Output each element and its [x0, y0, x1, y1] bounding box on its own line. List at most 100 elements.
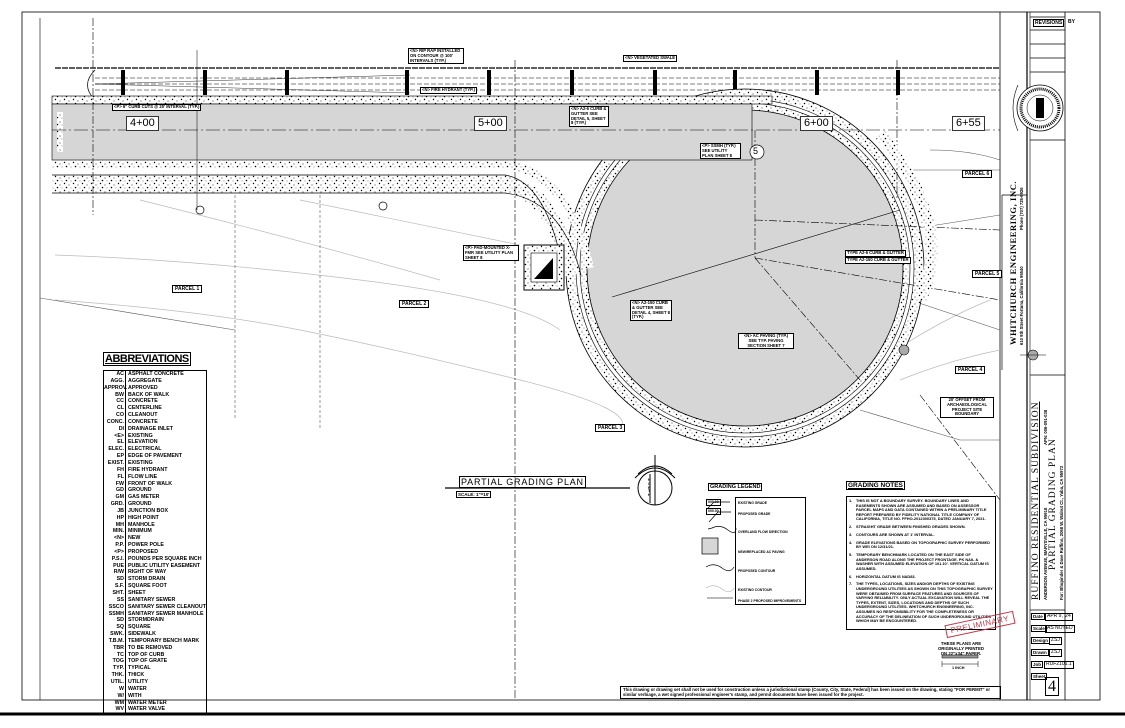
abbreviation-code: FW — [115, 480, 124, 487]
abbreviation-row: APPROV.APPROVED — [104, 385, 206, 392]
company-name: WHITCHURCH ENGINEERING, INC. — [1008, 180, 1018, 345]
abbreviation-row: <N>NEW — [104, 535, 206, 542]
abbreviation-code: TC — [116, 651, 124, 658]
client-info: For: Bhupinder & Dave Ruffino, 2068 W. W… — [1059, 465, 1064, 600]
parcel-label: PARCEL 4 — [955, 366, 986, 374]
abbreviation-meaning: GAS METER — [128, 494, 160, 501]
legend-proposed-grade-sample: 000.00 — [706, 508, 721, 515]
station-lines — [92, 18, 898, 700]
abbreviation-meaning: CONCRETE — [128, 398, 158, 405]
abbreviation-meaning: ASPHALT CONCRETE — [128, 371, 184, 377]
abbreviation-meaning: SANITARY SEWER CLEANOUT — [127, 603, 206, 610]
north-arrow-icon — [634, 455, 676, 506]
note-text: GRADE ELEVATIONS BASED ON TOPOGRAPHIC SU… — [856, 539, 990, 550]
parcel-label: PARCEL 2 — [399, 300, 430, 308]
abbreviation-row: THK.THICK — [104, 672, 206, 679]
abbreviation-code: S.F. — [114, 583, 124, 590]
abbreviation-row: <P>PROPOSED — [104, 549, 206, 556]
station-marker: 5+00 — [474, 116, 507, 131]
abbreviation-meaning: TO BE REMOVED — [128, 644, 173, 651]
abbreviation-code: SD — [116, 617, 124, 624]
abbreviation-code: GRD. — [110, 501, 124, 508]
note-number: 3. — [849, 531, 853, 537]
grading-legend: GRADING LEGEND 000.00 000.00 EXISTING GR… — [700, 475, 840, 605]
abbreviation-meaning: SQUARE FOOT — [128, 583, 167, 590]
abbreviation-meaning: SANITARY SEWER MANHOLE — [128, 610, 204, 617]
abbreviation-meaning: SANITARY SEWER — [128, 596, 176, 603]
abbreviation-row: SHT.SHEET — [104, 590, 206, 597]
grading-note: 7.THE TYPES, LOCATIONS, SIZES AND/OR DEP… — [849, 582, 993, 623]
abbreviation-meaning: SIDEWALK — [128, 631, 156, 638]
drawn-value: ZSJ — [1049, 649, 1062, 657]
abbreviation-code: TOG — [112, 658, 124, 665]
abbreviation-meaning: THICK — [128, 672, 145, 679]
sidewalk-return — [52, 175, 581, 277]
parcel-label: PARCEL 6 — [962, 170, 993, 178]
abbreviation-meaning: TEMPORARY BENCH MARK — [128, 637, 200, 644]
plan-title: PARTIAL GRADING PLAN — [459, 476, 586, 488]
note-number: 5. — [849, 552, 853, 558]
abbreviation-code: P.P. — [115, 542, 124, 549]
abbreviation-meaning: FLOW LINE — [128, 473, 158, 480]
power-pole-icon — [898, 344, 910, 356]
abbreviation-meaning: RIGHT OF WAY — [128, 569, 167, 576]
manhole-icon — [749, 144, 765, 160]
note-text: TEMPORARY BENCHMARK LOCATED ON THE EAST … — [856, 552, 989, 571]
engineer-seal — [1012, 84, 1064, 132]
plan-scale: SCALE: 1"=10' — [456, 491, 492, 498]
note-text: CONTOURS ARE SHOWN AT 1' INTERVAL. — [856, 531, 935, 537]
abbreviation-row: SWK.SIDEWALK — [104, 631, 206, 638]
notes-title: GRADING NOTES — [846, 481, 905, 490]
north-sidewalk — [51, 95, 773, 105]
abbreviation-meaning: GROUND — [128, 501, 152, 508]
design-label: Design — [1031, 637, 1051, 644]
grading-note: 2.STRAIGHT GRADE BETWEEN FINISHED GRADES… — [849, 525, 993, 530]
company-address: 610 9th Street Fortuna, California 95540 — [1019, 266, 1024, 345]
abbreviation-code: <E> — [114, 432, 124, 439]
title-block-lines — [1001, 16, 1065, 611]
job-label: Job — [1031, 661, 1044, 668]
abbreviation-row: EXIST.EXISTING — [104, 460, 206, 467]
notes-list: 1.THIS IS NOT A BOUNDARY SURVEY. BOUNDAR… — [846, 496, 996, 630]
note-number: 4. — [849, 539, 853, 545]
abbreviation-code: DI — [118, 425, 124, 432]
abbreviation-meaning: WATER VALVE — [128, 706, 166, 713]
legend-title: GRADING LEGEND — [708, 483, 763, 491]
abbreviation-meaning: TOP OF GRATE — [128, 658, 168, 665]
legend-box: EXISTING GRADE PROPOSED GRADE OVERLAND F… — [735, 497, 806, 605]
abbreviation-row: S.F. SQUARE FOOT — [104, 583, 206, 590]
abbreviation-meaning: TYPICAL — [128, 665, 151, 672]
legend-item: NEW/REPLACED AC PAVING — [738, 550, 785, 554]
callout-vegetated-swale: <N> VEGETATED SWALE — [623, 55, 678, 62]
north-label: NORTH — [648, 478, 651, 498]
abbreviation-code: UTIL. — [110, 678, 124, 685]
abbreviation-meaning: CENTERLINE — [128, 405, 162, 412]
abbreviation-code: EP — [116, 453, 124, 460]
abbreviation-meaning: WATER — [128, 685, 147, 692]
abbreviation-code: JB — [117, 507, 124, 514]
abbreviation-meaning: EDGE OF PAVEMENT — [128, 453, 182, 460]
sheet-number: 4 — [1045, 677, 1059, 696]
abbreviation-row: P.P.POWER POLE — [104, 542, 206, 549]
abbreviation-meaning: CLEANOUT — [128, 412, 158, 419]
rip-rap-posts — [121, 70, 900, 95]
abbreviation-row: UTIL.UTILITY — [104, 679, 206, 686]
abbreviation-code: P.S.I. — [111, 555, 124, 562]
note-text: STRAIGHT GRADE BETWEEN FINISHED GRADES S… — [856, 524, 966, 530]
note-text: THE TYPES, LOCATIONS, SIZES AND/OR DEPTH… — [856, 581, 993, 624]
fire-hydrant-icon — [378, 201, 388, 211]
abbreviation-code: R/W — [113, 569, 124, 576]
abbreviation-code: FH — [116, 466, 124, 473]
abbreviation-row: GRD. GROUND — [104, 501, 206, 508]
abbreviation-code: CONC. — [106, 418, 124, 425]
callout-curb-a2150: <N> A2-150 CURB & GUTTER SEE DETAIL 4, S… — [630, 300, 672, 322]
abbreviation-code: EXIST. — [107, 459, 124, 466]
cul-de-sac — [565, 88, 925, 448]
